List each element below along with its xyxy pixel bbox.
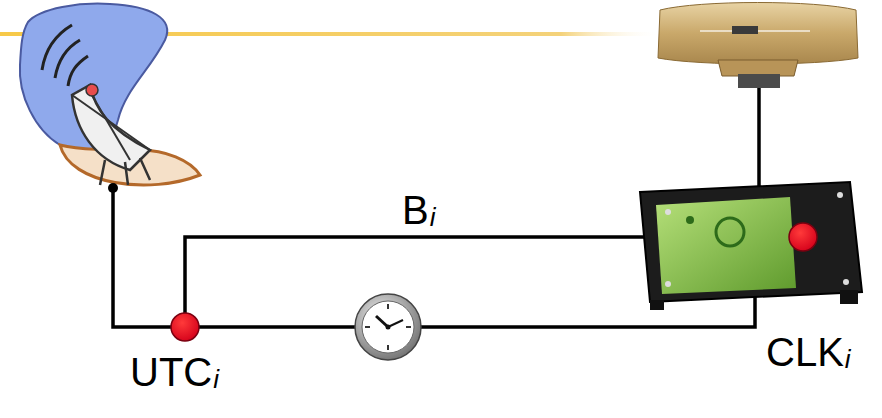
subscript: i [430, 204, 436, 230]
signal-name: B [402, 190, 429, 230]
gnss-antenna [658, 3, 858, 187]
reference-point [789, 223, 817, 251]
clock-symbol [355, 294, 421, 360]
signal-name: UTC [130, 352, 212, 392]
reference-point [171, 313, 199, 341]
subscript: i [213, 366, 219, 392]
subscript: i [845, 346, 851, 372]
receiver-box [640, 182, 862, 310]
junction-dot [108, 183, 118, 193]
satellite-dish [20, 4, 200, 185]
signal-name: CLK [766, 332, 844, 372]
